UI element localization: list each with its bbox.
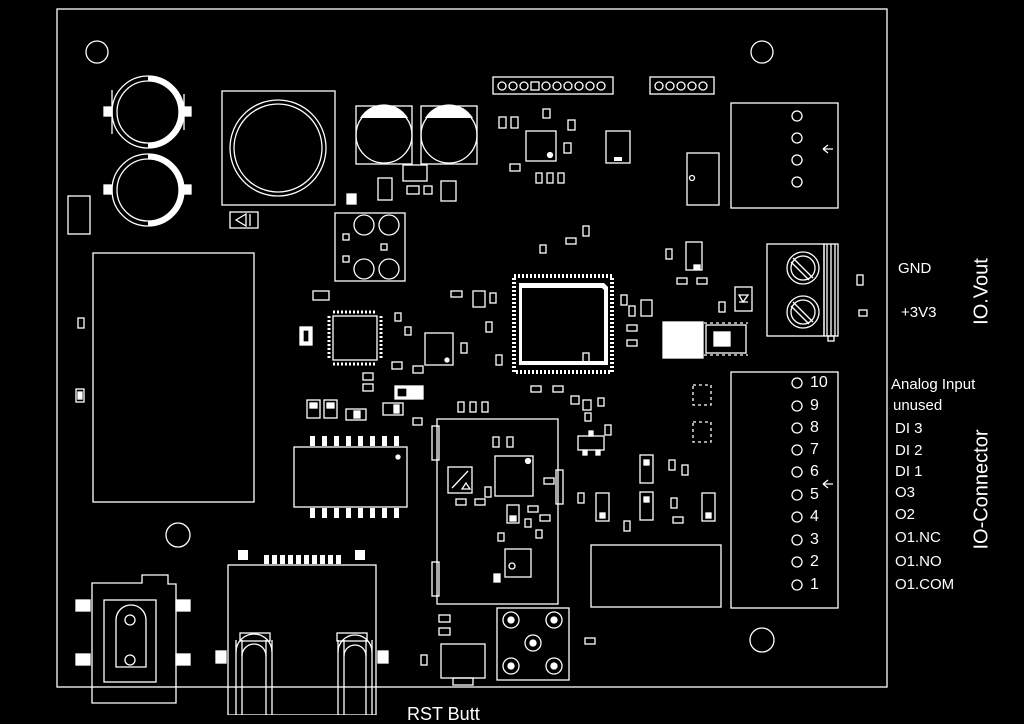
io-pin-number: 9 <box>810 397 819 414</box>
io-pin-number: 3 <box>810 531 819 548</box>
terminal-block-4pin <box>730 102 839 209</box>
wireless-module <box>431 418 564 605</box>
io-connector-title: IO-Connector <box>970 429 993 550</box>
io-pin-function: DI 3 <box>895 420 923 437</box>
pin-header-10 <box>492 76 614 95</box>
capacitor-c1 <box>103 75 192 149</box>
io-pin-number: 4 <box>810 508 819 525</box>
vout-title: IO.Vout <box>970 258 993 325</box>
io-pin-number: 8 <box>810 419 819 436</box>
io-pin-number: 2 <box>810 553 819 570</box>
mcu-qfp <box>512 274 614 374</box>
capacitor-c3 <box>355 104 413 165</box>
vout-pin-label: +3V3 <box>901 304 937 321</box>
io-pin-function: O1.NC <box>895 529 941 546</box>
inductor <box>221 90 336 206</box>
io-pin-function: O3 <box>895 484 916 501</box>
board-outline <box>56 8 888 688</box>
reset-button <box>496 607 570 681</box>
vout-pin-label: GND <box>898 260 932 277</box>
diode <box>229 211 259 229</box>
mounting-hole <box>165 522 191 548</box>
module-footprint <box>92 252 255 503</box>
io-connector-footprint <box>730 371 839 609</box>
io-pin-function: Analog Input <box>891 376 976 393</box>
qfn-ic <box>327 310 383 366</box>
mounting-hole <box>750 40 774 64</box>
smd-part <box>67 195 91 235</box>
soic-ic <box>293 446 408 508</box>
power-jack <box>75 574 191 704</box>
io-pin-function: unused <box>893 397 943 414</box>
io-pin-function: O2 <box>895 506 916 523</box>
screw-terminal-vout <box>766 243 839 342</box>
io-pin-function: DI 2 <box>895 442 923 459</box>
io-pin-number: 5 <box>810 486 819 503</box>
crystal-block <box>334 212 406 282</box>
io-pin-function: O1.COM <box>895 576 955 593</box>
io-pin-function: O1.NO <box>895 553 942 570</box>
io-pin-number: 1 <box>810 576 819 593</box>
reset-button-label: RST Butt <box>407 704 480 724</box>
pin-header-5 <box>649 76 715 95</box>
mounting-hole <box>749 627 775 653</box>
io-pin-number: 10 <box>810 374 828 391</box>
capacitor-c4 <box>420 104 478 165</box>
io-pin-number: 7 <box>810 441 819 458</box>
rj45-connector <box>215 564 389 715</box>
io-pin-number: 6 <box>810 463 819 480</box>
io-pin-function: DI 1 <box>895 463 923 480</box>
mounting-hole <box>85 40 109 64</box>
capacitor-c2 <box>103 153 192 227</box>
